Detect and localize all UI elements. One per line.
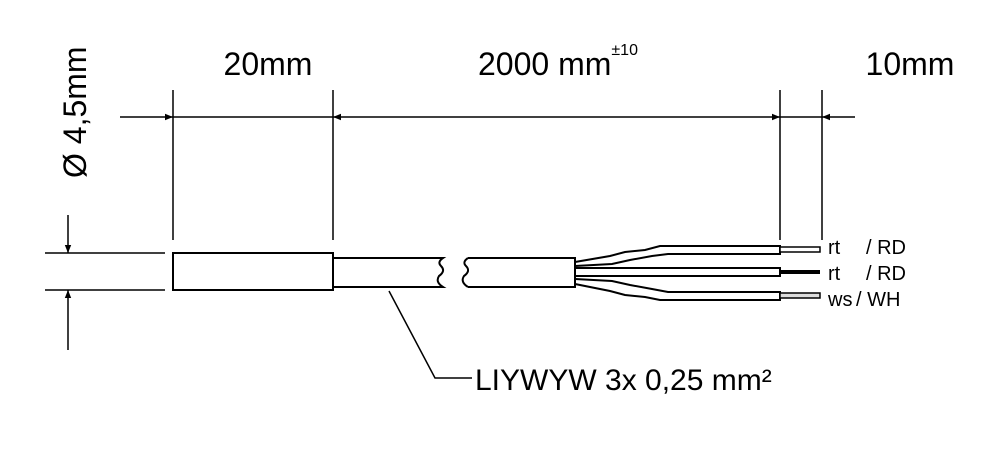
cable-leader-line [388, 290, 472, 379]
extension-lines [45, 90, 823, 291]
cable-length-label: 2000 mm±10 [478, 42, 638, 82]
sleeve-length-label: 20mm [224, 46, 313, 82]
wire-label-2-en: / RD [866, 263, 906, 285]
sensor-sleeve [172, 252, 334, 291]
diameter-label: Ø 4,5mm [57, 46, 93, 178]
strip-length-label: 10mm [866, 46, 955, 82]
dimension-lines [64, 113, 855, 350]
wire-labels: rt / RD rt / RD ws / WH [827, 237, 906, 311]
cable [333, 257, 576, 288]
cable-label: LIYWYW 3x 0,25 mm² [475, 364, 772, 397]
wire-tip-2 [780, 270, 820, 274]
wire-tip-1 [779, 246, 821, 253]
cable-tolerance: ±10 [611, 42, 638, 59]
wire-tip-3 [779, 292, 821, 299]
wires [574, 245, 821, 301]
cable-length-value: 2000 mm [478, 46, 611, 82]
wire-label-3-de: ws [827, 289, 852, 311]
wire-label-3-en: / WH [856, 289, 900, 311]
wire-label-1-en: / RD [866, 237, 906, 259]
wire-label-1-de: rt [828, 237, 841, 259]
wire-label-2-de: rt [828, 263, 841, 285]
